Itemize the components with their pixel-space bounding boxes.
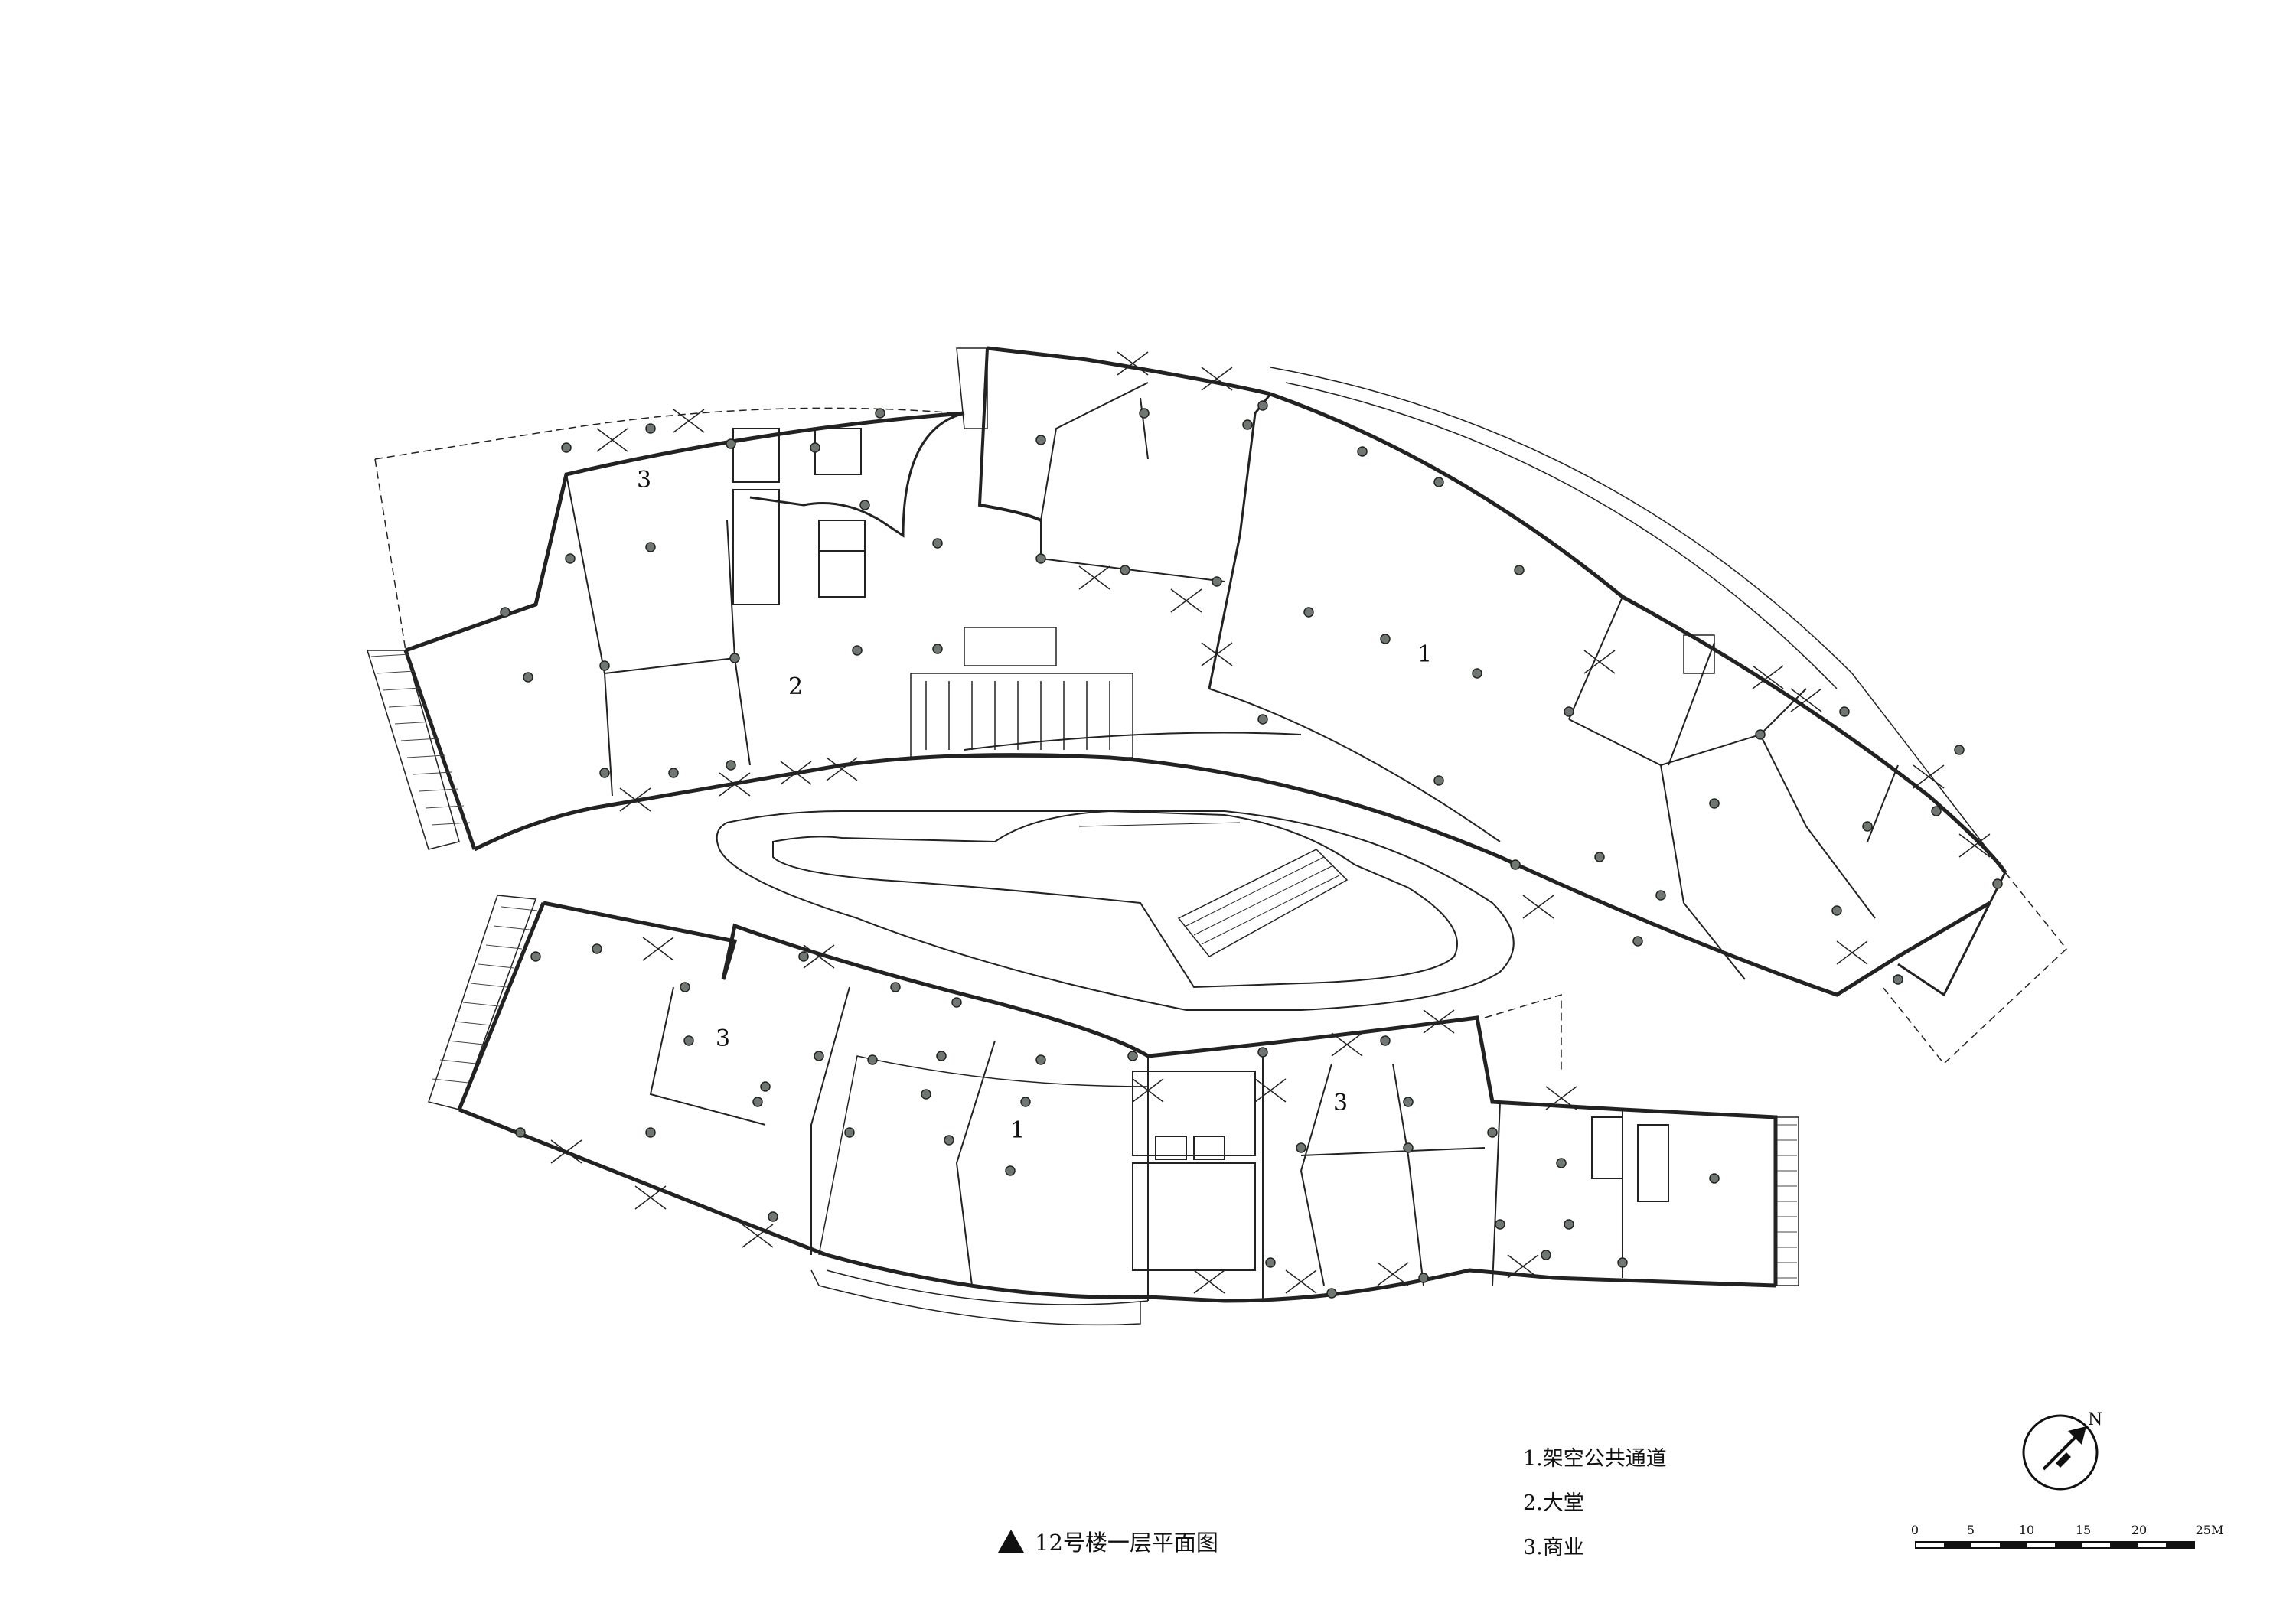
scale-tick: 10: [2018, 1523, 2035, 1537]
scale-tick: 5: [1966, 1523, 1975, 1537]
north-building-outline: [366, 346, 2068, 1065]
scale-tick: 20: [2131, 1523, 2148, 1537]
drawing-title: 12号楼一层平面图: [1035, 1530, 1218, 1556]
scale-tick: 25M: [2195, 1523, 2224, 1537]
legend-item-1: 1.架空公共通道: [1523, 1447, 1667, 1471]
room-label-lobby: 2: [788, 673, 804, 700]
drawing-caption: 12号楼一层平面图: [998, 1525, 1218, 1557]
scale-tick: 0: [1910, 1523, 1919, 1537]
room-label-passage-s: 1: [1010, 1117, 1026, 1144]
legend: 1.架空公共通道 2.大堂 3.商业: [1523, 1437, 1667, 1570]
triangle-icon: [998, 1530, 1024, 1553]
south-building-outline: [428, 895, 1799, 1326]
scale-bar: 0 5 10 15 20 25M: [1911, 1523, 2236, 1569]
room-label-passage-ne: 1: [1417, 641, 1433, 668]
scale-tick: 15: [2075, 1523, 2092, 1537]
legend-item-2: 2.大堂: [1523, 1491, 1584, 1515]
door-symbols: [550, 351, 1991, 1294]
north-arrow-icon: N: [2022, 1410, 2102, 1491]
room-label-commercial-nw: 3: [637, 467, 652, 494]
scale-ticks: 0 5 10 15 20 25M: [1911, 1523, 2236, 1540]
scale-bar-graphic: [1915, 1541, 2195, 1549]
central-courtyard: [716, 810, 1515, 1011]
room-label-commercial-sw: 3: [716, 1025, 731, 1052]
structural-columns: [500, 400, 2003, 1299]
north-arrow: N: [2020, 1408, 2105, 1492]
north-label: N: [2088, 1410, 2102, 1429]
room-label-commercial-se: 3: [1333, 1090, 1349, 1116]
legend-item-3: 3.商业: [1523, 1536, 1584, 1559]
